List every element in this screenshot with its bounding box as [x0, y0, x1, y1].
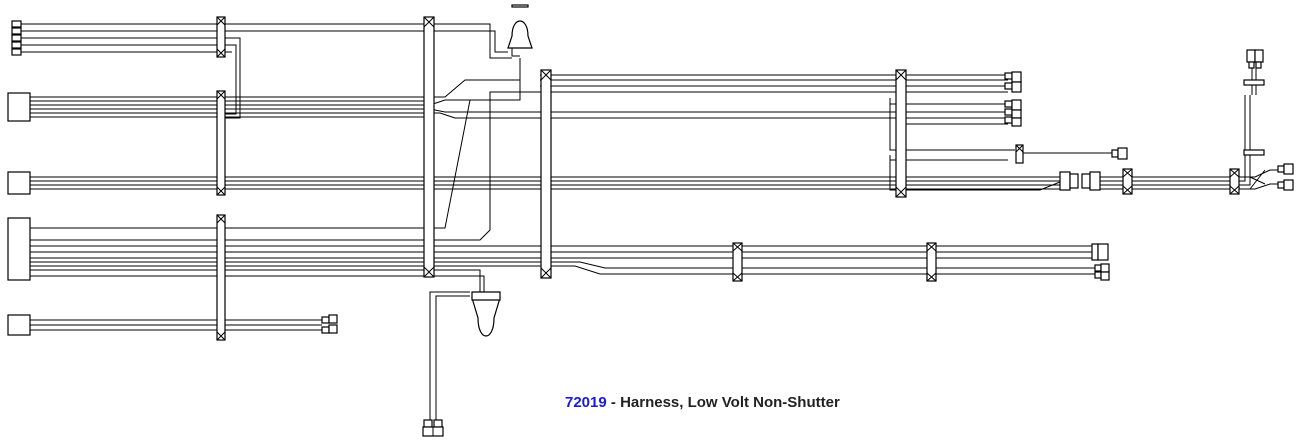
- wire-group-bottom: [7, 314, 338, 336]
- pin-connector: [1117, 147, 1128, 160]
- pin-connector: [1283, 179, 1294, 191]
- bundle-clip: [1243, 79, 1265, 86]
- bundle-clip: [1122, 168, 1133, 195]
- pin-connector: [1100, 271, 1110, 281]
- pin-connector: [1254, 49, 1264, 63]
- pin-connector: [328, 324, 338, 334]
- pin-connector: [1094, 271, 1102, 279]
- wire-ends-lower-right: [1091, 243, 1110, 281]
- pin-connector: [11, 20, 22, 28]
- pin-connector: [11, 48, 22, 56]
- pin-connector: [1246, 49, 1256, 63]
- pin-connector: [11, 34, 22, 42]
- pin-connector: [1004, 100, 1013, 108]
- pin-connector: [1004, 116, 1013, 124]
- pin-connector: [423, 419, 433, 428]
- bundle-clip: [1243, 149, 1265, 156]
- inline-connector: [1069, 173, 1079, 189]
- bundle-clip: [895, 69, 907, 198]
- pin-connector: [1277, 165, 1285, 173]
- pin-connector: [1283, 163, 1294, 175]
- pin-connector: [1004, 108, 1013, 116]
- bundle-clip: [216, 90, 226, 196]
- pin-connector: [1011, 99, 1022, 111]
- inline-connector: [1089, 171, 1101, 191]
- caption-separator: -: [606, 394, 621, 411]
- pin-connector: [1111, 149, 1119, 158]
- wire-trunk-right: [1059, 49, 1294, 191]
- multi-pin-plug: [7, 92, 31, 122]
- pin-connector: [1094, 264, 1102, 272]
- pin-connector: [1097, 243, 1109, 261]
- part-description: Harness, Low Volt Non-Shutter: [620, 394, 840, 411]
- wire-group-lower-plug: [7, 58, 1095, 300]
- pin-connector: [1011, 71, 1022, 83]
- pin-connector: [321, 316, 330, 324]
- pin-connector: [1248, 61, 1255, 69]
- pin-connector: [1255, 61, 1262, 69]
- pin-connector: [433, 419, 443, 428]
- bundle-clip: [216, 16, 226, 58]
- pin-connector: [11, 41, 22, 49]
- bundle-clip: [540, 69, 552, 279]
- pin-connector: [1011, 81, 1022, 93]
- bundle-clip: [216, 214, 226, 341]
- bundle-clip: [1015, 144, 1024, 164]
- bulb-connector-bottom: [471, 291, 501, 337]
- bulb-connector-top: [507, 4, 533, 57]
- pin-connector: [11, 27, 22, 35]
- wire-branch-upper-right: [540, 71, 1128, 191]
- wire-group-top-small: [11, 20, 512, 119]
- pin-connector: [1011, 109, 1022, 119]
- pin-connector: [1100, 263, 1110, 273]
- bundle-clips: [216, 16, 1265, 341]
- multi-pin-plug: [7, 171, 31, 195]
- pin-connector: [1011, 117, 1022, 127]
- part-number: 72019: [565, 394, 607, 411]
- inline-connector: [1059, 171, 1071, 191]
- diagram-caption: 72019 - Harness, Low Volt Non-Shutter: [565, 394, 840, 411]
- multi-pin-plug: [7, 314, 31, 336]
- pin-connector: [1277, 181, 1285, 189]
- bundle-clip: [423, 16, 435, 278]
- pin-connector: [1091, 243, 1099, 261]
- pin-connector: [1004, 72, 1013, 80]
- pin-connector: [1004, 82, 1013, 90]
- pin-connector: [321, 326, 330, 334]
- bundle-clip: [732, 242, 743, 282]
- pin-connector: [328, 314, 338, 324]
- inline-connector: [1081, 173, 1091, 189]
- bundle-clip: [926, 242, 937, 282]
- multi-pin-plug: [7, 217, 31, 281]
- wire-group-upper-plug: [7, 58, 900, 122]
- bundle-clip: [1229, 168, 1240, 195]
- wire-drop-bottom: [422, 291, 470, 437]
